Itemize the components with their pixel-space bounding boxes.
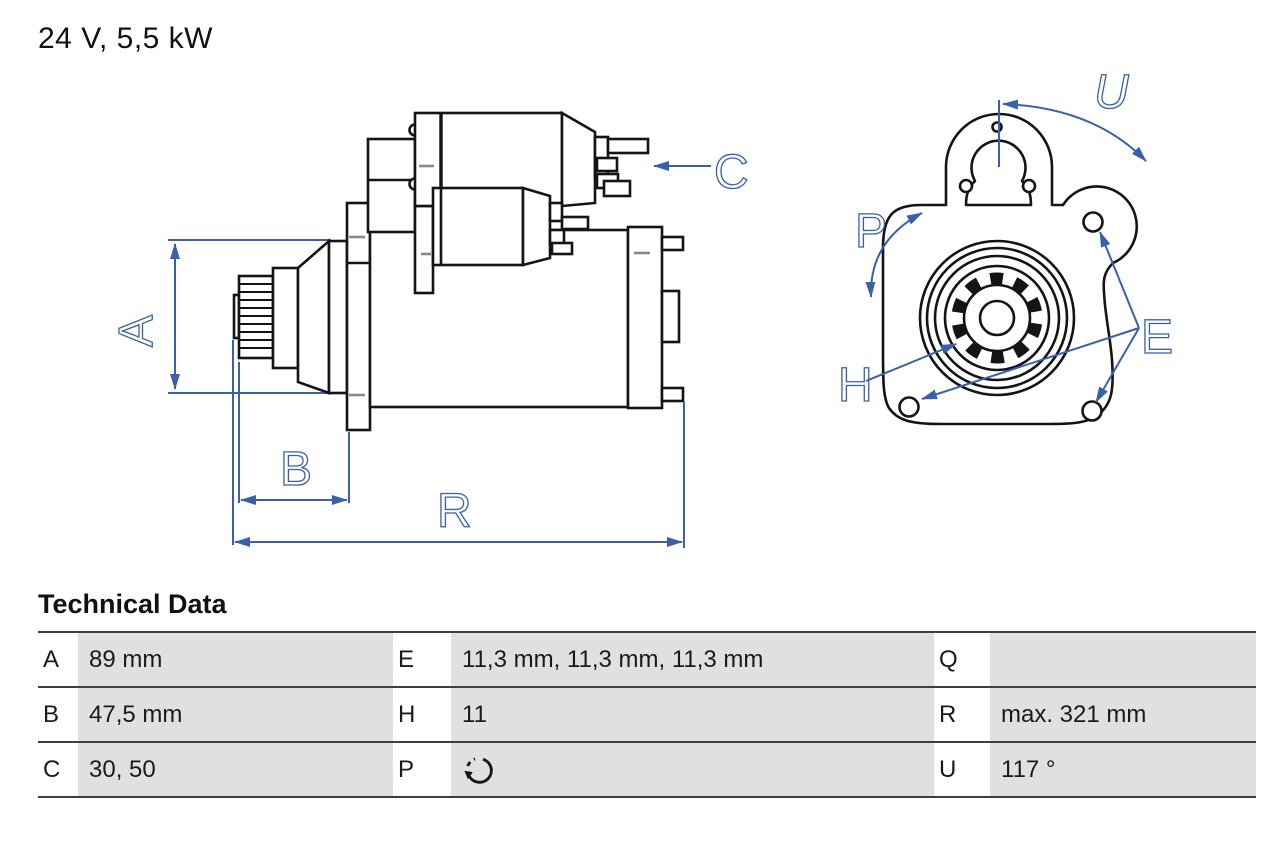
leader-h [865,343,957,382]
tower-hole [958,178,974,194]
table-value: 30, 50 [78,743,393,796]
angle-arc-u [1002,99,1147,162]
leader-e3 [921,327,1140,400]
dim-label-c: C [714,146,749,199]
drive-end-plate [327,239,349,395]
dim-label-e: E [1141,311,1173,364]
end-tab-top [660,235,685,252]
table-key: U [934,743,990,796]
dim-label-a: A [110,315,163,347]
terminal-block [550,241,574,256]
dim-label-r: R [437,485,472,538]
pinion-gear-teeth [239,283,273,349]
gear-teeth [951,272,1043,364]
table-key: B [38,688,78,741]
side-view [168,110,685,432]
table-row: A 89 mm E 11,3 mm, 11,3 mm, 11,3 mm Q [38,631,1256,686]
table-value: max. 321 mm [990,688,1256,741]
solenoid-lower [431,186,525,267]
dim-label-h: H [838,359,873,412]
leader-e1 [1099,231,1140,329]
lever-housing [413,204,435,295]
solenoid-lower-taper [521,186,552,267]
terminal-block [595,156,619,173]
tower-hole [1021,178,1037,194]
drive-end-cone [296,238,331,395]
leader-e2 [1095,327,1140,403]
table-key: E [393,633,451,686]
table-key: H [393,688,451,741]
terminal-block [602,179,632,198]
tower-hole [991,121,1003,133]
end-tab-bottom [660,386,685,403]
solenoid-bracket [366,137,417,234]
table-value: 89 mm [78,633,393,686]
table-value [990,633,1256,686]
end-terminal [660,289,681,344]
terminal-pin [606,137,650,155]
gear-center-hole [978,299,1016,337]
terminal-block [548,201,564,223]
dim-label-b: B [280,443,312,496]
rotation-ccw-icon [464,757,493,784]
front-view [881,112,1139,426]
starter-motor-technical-drawing: A B R C P U H E [109,65,1174,548]
table-value: 117 ° [990,743,1256,796]
table-value [451,743,934,796]
technical-data-table: A 89 mm E 11,3 mm, 11,3 mm, 11,3 mm Q B … [38,631,1256,798]
table-value: 11 [451,688,934,741]
end-cap [626,225,664,410]
side-view-dimensions [170,161,711,548]
table-value: 11,3 mm, 11,3 mm, 11,3 mm [451,633,934,686]
dim-label-p: P [855,205,887,258]
solenoid-upper-taper [560,110,597,208]
rotation-arc-p [865,212,923,298]
dim-label-u: U [1094,66,1129,119]
table-row: B 47,5 mm H 11 R max. 321 mm [38,686,1256,741]
table-value: 47,5 mm [78,688,393,741]
table-row: C 30, 50 P U 117 ° [38,741,1256,796]
technical-data-heading: Technical Data [38,589,227,619]
dimension-a-extension-lines [168,239,346,394]
table-key: P [393,743,451,796]
table-key: Q [934,633,990,686]
table-key: C [38,743,78,796]
terminal-pin [560,215,590,231]
centerline-ticks [349,164,650,397]
bolt-hole-bottom-right [1081,400,1103,422]
table-key: A [38,633,78,686]
bolt-hole-top-right [1082,211,1104,233]
bolt-hole-bottom-left [898,396,920,418]
drive-shoulder [271,266,300,370]
page-title: 24 V, 5,5 kW [38,22,213,55]
front-view-annotations [865,99,1147,403]
table-key: R [934,688,990,741]
